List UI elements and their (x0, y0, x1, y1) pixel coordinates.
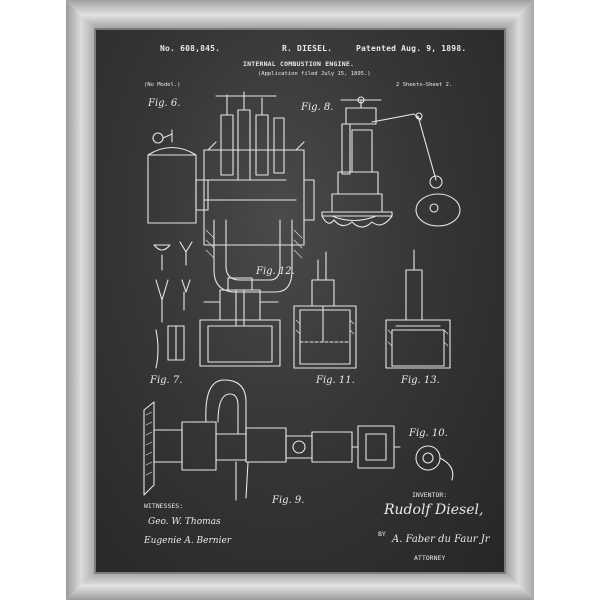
patent-blueprint: No. 608,845. R. DIESEL. Patented Aug. 9,… (96, 30, 504, 572)
silver-frame (66, 0, 534, 600)
fig-8-drawing (321, 96, 461, 228)
fig-13-label: Fig. 13. (401, 375, 440, 386)
fig-9-label: Fig. 9. (272, 495, 305, 506)
fig-8-label: Fig. 8. (301, 102, 334, 113)
sheet-count: 2 Sheets—Sheet 2. (396, 82, 453, 88)
application-line: (Application filed July 15, 1895.) (258, 71, 371, 77)
fig-10-drawing (415, 445, 454, 481)
fig-13-drawing (385, 249, 451, 369)
fig-10-label: Fig. 10. (409, 428, 448, 439)
patent-title: INTERNAL COMBUSTION ENGINE. (243, 60, 355, 68)
fig-11-drawing (293, 251, 357, 369)
fig-9-drawing (143, 379, 401, 501)
fig-7-drawing (153, 241, 193, 369)
by-label: BY (378, 530, 386, 538)
picture-frame (66, 0, 534, 600)
inventor-heading: R. DIESEL. (282, 44, 333, 53)
fig-6-label: Fig. 6. (148, 98, 181, 109)
attorney-label: ATTORNEY (414, 554, 446, 562)
witness-signature-1: Geo. W. Thomas (148, 517, 221, 527)
fig-7-label: Fig. 7. (150, 375, 183, 386)
fig-11-label: Fig. 11. (316, 375, 355, 386)
witnesses-label: WITNESSES: (144, 502, 184, 510)
fig-6-drawing (147, 91, 315, 293)
patent-number: No. 608,845. (160, 44, 221, 53)
inventor-signature: Rudolf Diesel, (384, 502, 484, 518)
model-note: (No Model.) (144, 82, 181, 88)
fig-12-label: Fig. 12. (256, 266, 295, 277)
inventor-label: INVENTOR: (412, 491, 448, 499)
patent-date: Patented Aug. 9, 1898. (356, 44, 467, 53)
witness-signature-2: Eugenie A. Bernier (144, 536, 232, 546)
attorney-signature: A. Faber du Faur Jr (392, 534, 490, 545)
engine-drawing (143, 91, 461, 501)
fig-12-drawing (199, 277, 281, 367)
